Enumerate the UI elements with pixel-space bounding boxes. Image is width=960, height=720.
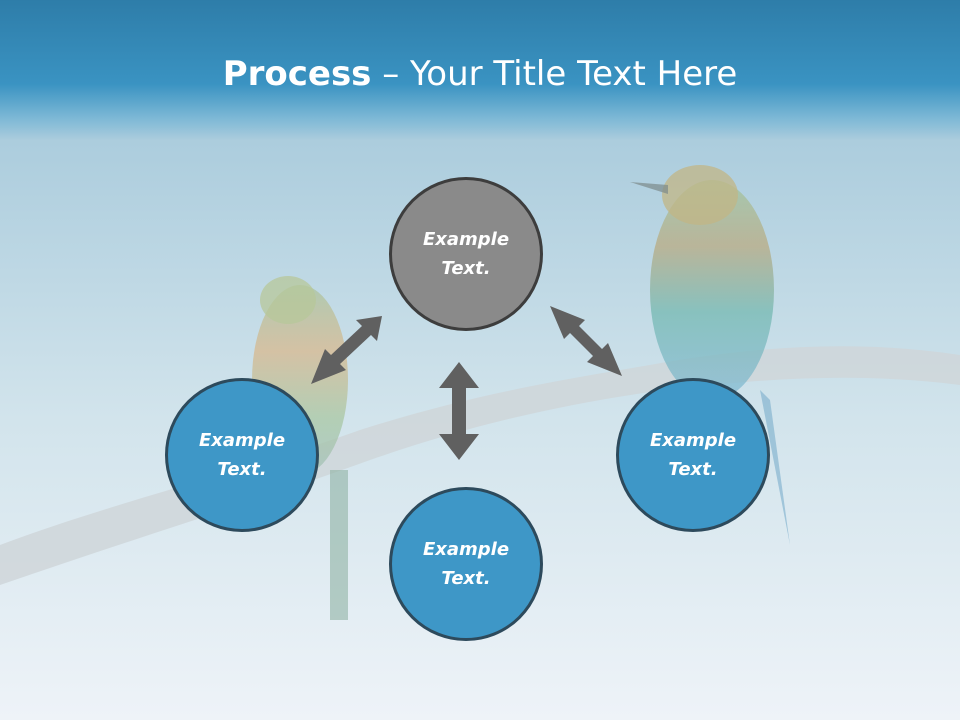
process-node-left[interactable]: Example Text. xyxy=(165,378,319,532)
process-node-bottom[interactable]: Example Text. xyxy=(389,487,543,641)
process-node-top[interactable]: Example Text. xyxy=(389,177,543,331)
process-node-top-label: Example Text. xyxy=(422,229,510,279)
process-node-left-label: Example Text. xyxy=(198,430,286,480)
arrow-top-left xyxy=(311,316,382,384)
process-node-right[interactable]: Example Text. xyxy=(616,378,770,532)
title-bold: Process xyxy=(222,54,372,94)
page-title: Process – Your Title Text Here xyxy=(0,52,960,96)
process-node-right-label: Example Text. xyxy=(649,430,737,480)
arrow-center-vertical xyxy=(439,362,479,460)
arrow-top-right xyxy=(550,306,622,376)
title-rest: – Your Title Text Here xyxy=(371,54,738,94)
title-band xyxy=(0,0,960,140)
process-node-bottom-label: Example Text. xyxy=(422,539,510,589)
